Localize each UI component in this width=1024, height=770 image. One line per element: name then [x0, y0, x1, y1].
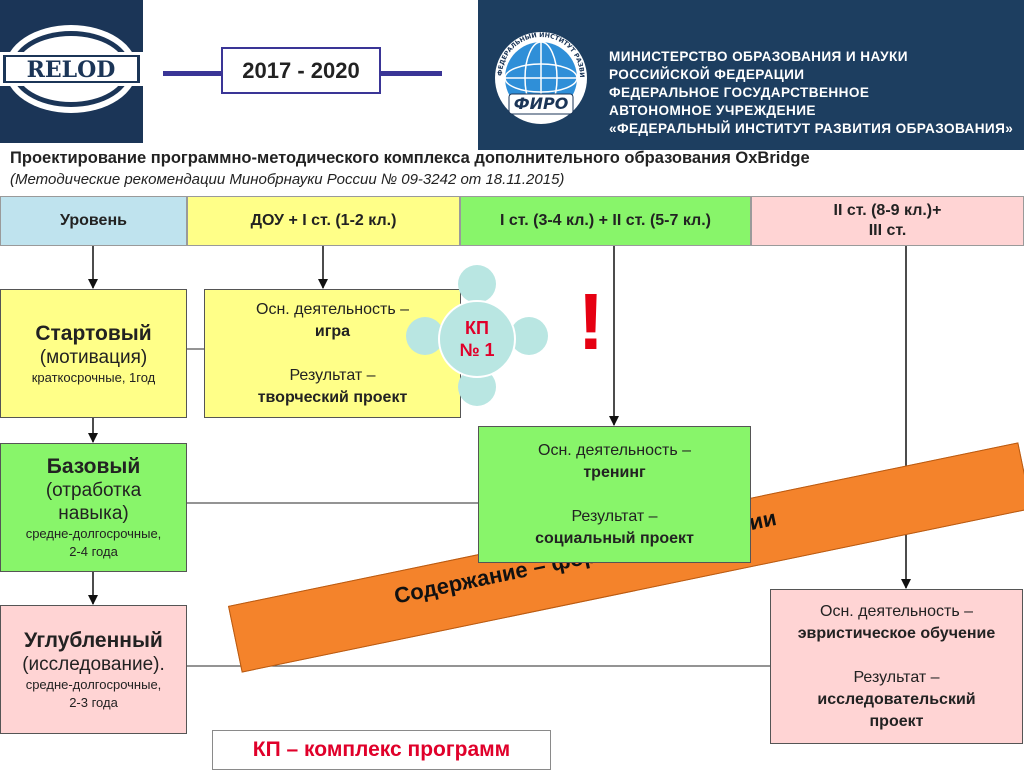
- page-title: Проектирование программно-методического …: [10, 149, 810, 167]
- result-value: творческий проект: [257, 388, 408, 406]
- kp-badge-line1: КП: [465, 318, 489, 338]
- kp-petal-right: [510, 317, 548, 355]
- header-cell-col3-line1: II ст. (8-9 кл.)+: [833, 202, 942, 219]
- globe-icon: ФЕДЕРАЛЬНЫЙ ИНСТИТУТ РАЗВИТИЯ ОБРАЗОВАНИ…: [489, 17, 587, 124]
- level-subtitle: навыка): [58, 503, 129, 524]
- years-box: 2017 - 2020: [221, 47, 381, 94]
- level-box-base: Базовый (отработка навыка) средне-долгос…: [0, 443, 187, 572]
- activity-box-heuristic: Осн. деятельность – эвристическое обучен…: [770, 589, 1023, 744]
- ministry-line: МИНИСТЕРСТВО ОБРАЗОВАНИЯ И НАУКИ: [609, 49, 908, 64]
- activity-label: Осн. деятельность –: [820, 602, 973, 620]
- level-duration: средне-долгосрочные,: [25, 676, 162, 692]
- result-value: исследовательский: [817, 690, 976, 708]
- header-cell-level: Уровень: [0, 196, 187, 246]
- level-duration: краткосрочные, 1год: [31, 369, 156, 385]
- activity-value: тренинг: [583, 463, 646, 481]
- level-subtitle: (отработка: [45, 480, 142, 501]
- activity-label: Осн. деятельность –: [256, 300, 409, 318]
- activity-box-game: Осн. деятельность – игра Результат – тво…: [204, 289, 461, 418]
- level-name: Базовый: [46, 455, 141, 478]
- activity-label: Осн. деятельность –: [538, 441, 691, 459]
- ministry-line: АВТОНОМНОЕ УЧРЕЖДЕНИЕ: [609, 103, 816, 118]
- header-cell-col3-line2: III ст.: [868, 222, 907, 239]
- level-name: Стартовый: [35, 321, 152, 345]
- level-subtitle: (исследование).: [22, 653, 165, 675]
- ministry-line: ФЕДЕРАЛЬНОЕ ГОСУДАРСТВЕННОЕ: [609, 85, 870, 100]
- firo-logo-text: ФИРО: [514, 94, 569, 113]
- kp-petal-top: [458, 265, 496, 303]
- level-box-start: Стартовый (мотивация) краткосрочные, 1го…: [0, 289, 187, 418]
- level-duration: 2-3 года: [69, 694, 118, 710]
- activity-value: эвристическое обучение: [797, 624, 996, 642]
- kp-badge: КП № 1: [438, 300, 516, 378]
- ministry-line: «ФЕДЕРАЛЬНЫЙ ИНСТИТУТ РАЗВИТИЯ ОБРАЗОВАН…: [609, 121, 1014, 136]
- level-name: Углубленный: [24, 628, 163, 652]
- level-duration: средне-долгосрочные,: [25, 526, 162, 541]
- result-label: Результат –: [289, 366, 376, 384]
- level-box-deep: Углубленный (исследование). средне-долго…: [0, 605, 187, 734]
- relod-emblem-icon: RELOD: [0, 25, 143, 113]
- ministry-text: МИНИСТЕРСТВО ОБРАЗОВАНИЯ И НАУКИ РОССИЙС…: [609, 48, 1019, 138]
- relod-logo: RELOD: [0, 22, 143, 117]
- activity-value: игра: [314, 322, 351, 340]
- firo-logo: ФЕДЕРАЛЬНЫЙ ИНСТИТУТ РАЗВИТИЯ ОБРАЗОВАНИ…: [489, 17, 590, 130]
- exclamation-mark: !: [577, 277, 605, 366]
- result-label: Результат –: [853, 668, 940, 686]
- kp-petal-left: [406, 317, 444, 355]
- result-value: социальный проект: [535, 529, 694, 547]
- level-subtitle: (мотивация): [39, 346, 148, 368]
- kp-legend: КП – комплекс программ: [212, 730, 551, 770]
- result-value: проект: [869, 712, 924, 730]
- kp-badge-line2: № 1: [459, 340, 495, 360]
- header-cell-col3: II ст. (8-9 кл.)+ III ст.: [751, 196, 1024, 246]
- result-label: Результат –: [571, 507, 658, 525]
- header-cell-col1: ДОУ + I ст. (1-2 кл.): [187, 196, 460, 246]
- level-duration: 2-4 года: [69, 544, 118, 559]
- relod-logo-text: RELOD: [27, 57, 116, 83]
- activity-box-training: Осн. деятельность – тренинг Результат – …: [478, 426, 751, 563]
- page-subtitle: (Методические рекомендации Минобрнауки Р…: [10, 171, 565, 188]
- ministry-line: РОССИЙСКОЙ ФЕДЕРАЦИИ: [609, 67, 805, 82]
- header-cell-col2: I ст. (3-4 кл.) + II ст. (5-7 кл.): [460, 196, 751, 246]
